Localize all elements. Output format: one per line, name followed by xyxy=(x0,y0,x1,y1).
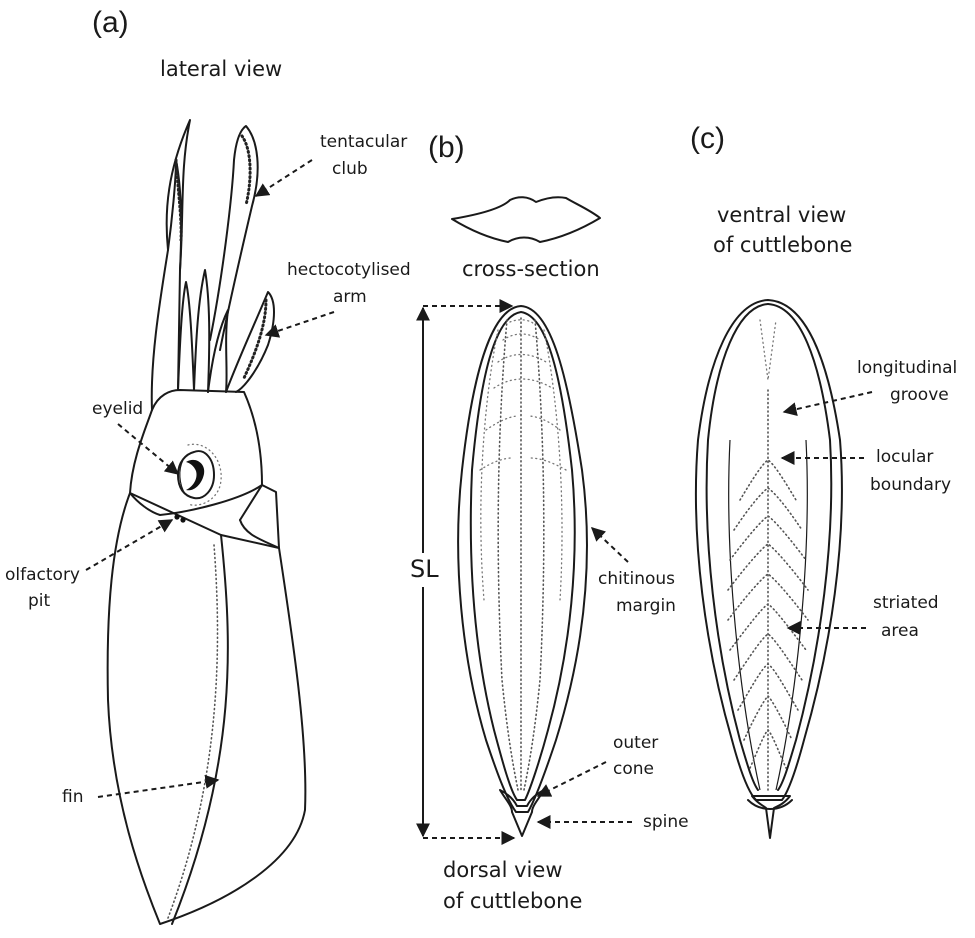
svg-text:locular: locular xyxy=(876,447,933,467)
label-olfactory-pit: olfactory pit xyxy=(5,520,172,611)
label-longitudinal-groove: longitudinal groove xyxy=(784,358,957,412)
svg-text:arm: arm xyxy=(333,287,367,307)
svg-text:spine: spine xyxy=(643,812,689,832)
svg-text:striated: striated xyxy=(873,593,939,613)
svg-text:boundary: boundary xyxy=(870,475,951,495)
svg-text:area: area xyxy=(881,621,919,641)
sl-label: SL xyxy=(410,555,439,583)
panel-b-caption-line1: dorsal view xyxy=(443,858,563,882)
svg-text:tentacular: tentacular xyxy=(320,132,407,152)
svg-text:olfactory: olfactory xyxy=(5,565,80,585)
svg-text:fin: fin xyxy=(62,787,83,807)
svg-text:outer: outer xyxy=(613,733,658,753)
svg-text:chitinous: chitinous xyxy=(598,569,675,589)
cuttlefish-lateral-drawing xyxy=(108,120,306,924)
cross-section-shape xyxy=(452,197,600,242)
cuttlebone-ventral-drawing xyxy=(696,300,842,838)
label-spine: spine xyxy=(538,812,689,832)
svg-text:longitudinal: longitudinal xyxy=(857,358,957,378)
label-tentacular-club: tentacular club xyxy=(256,132,407,196)
label-fin: fin xyxy=(62,780,218,807)
label-striated-area: striated area xyxy=(788,593,939,641)
panel-c-letter: (c) xyxy=(690,122,725,155)
label-chitinous-margin: chitinous margin xyxy=(592,528,676,616)
label-hectocotylised-arm: hectocotylised arm xyxy=(266,260,411,335)
panel-b-caption-line2: of cuttlebone xyxy=(443,889,582,913)
svg-text:club: club xyxy=(332,159,368,179)
svg-text:eyelid: eyelid xyxy=(92,399,143,419)
panel-c-caption-line2: of cuttlebone xyxy=(713,233,852,257)
panel-a-title: lateral view xyxy=(160,57,282,81)
svg-text:cone: cone xyxy=(613,759,654,779)
svg-text:hectocotylised: hectocotylised xyxy=(287,260,411,280)
svg-text:pit: pit xyxy=(28,591,51,611)
panel-c-caption-line1: ventral view xyxy=(717,203,846,227)
panel-a-letter: (a) xyxy=(92,6,129,39)
svg-text:margin: margin xyxy=(616,596,676,616)
cross-section-label: cross-section xyxy=(462,257,600,281)
cuttlebone-dorsal-drawing xyxy=(458,306,587,836)
svg-text:groove: groove xyxy=(890,385,949,405)
panel-b-letter: (b) xyxy=(428,131,465,164)
